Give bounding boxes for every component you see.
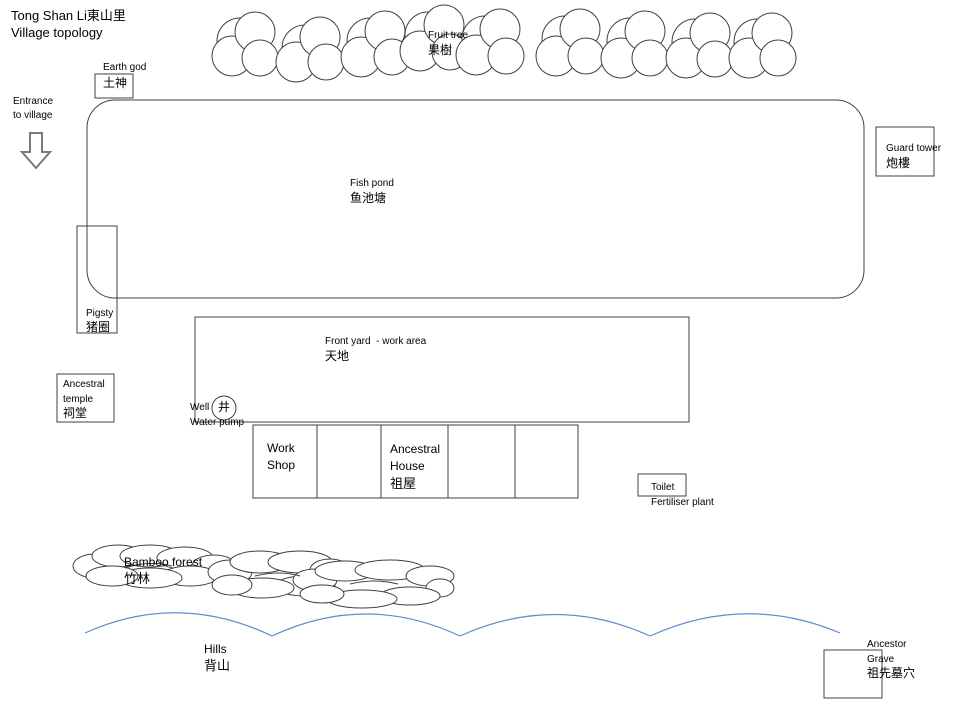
diagram-title: Tong Shan Li東山里 [11, 8, 126, 23]
workshop-label: Work [267, 441, 295, 455]
pigsty-label-zh: 猪圈 [86, 320, 111, 334]
entrance-label: Entrance [13, 96, 54, 107]
well-circle [211, 395, 237, 421]
bamboo-forest-label: Bamboo forest [124, 555, 203, 569]
workshop-label-line2: Shop [267, 458, 296, 472]
tree-cloud-2 [275, 16, 345, 83]
fertiliser-plant-label: Fertiliser plant [651, 497, 714, 508]
earth-god-label: Earth god [103, 62, 147, 73]
diagram-subtitle: Village topology [11, 25, 103, 40]
fish-pond [86, 99, 865, 299]
ancestral-temple-box [56, 373, 115, 423]
fruit-tree-clouds [211, 4, 797, 83]
tree-cloud-5 [455, 8, 525, 76]
toilet-label: Toilet [651, 482, 675, 493]
guard-tower-box [875, 126, 935, 177]
bamboo-forest-label-zh: 竹林 [124, 571, 151, 586]
front-yard-box [194, 316, 690, 423]
hills-label-zh: 背山 [204, 658, 231, 673]
ancestor-grave-label: Ancestor [867, 639, 907, 650]
fish-pond-label: Fish pond [350, 178, 394, 189]
tree-cloud-3 [340, 10, 411, 78]
well-label-zh: 井 [218, 400, 231, 414]
ancestral-temple-label-zh: 祠堂 [63, 406, 88, 420]
hills-label: Hills [204, 642, 227, 656]
ancestor-grave-label-zh: 祖先墓穴 [867, 666, 916, 680]
ancestral-house-label-line2: House [390, 459, 425, 473]
front-yard-label-zh: 天地 [325, 349, 350, 363]
toilet-box [637, 473, 687, 497]
earth-god-shrine [94, 73, 134, 99]
down-arrow-icon [19, 132, 53, 170]
bamboo-forest-clouds [72, 544, 455, 609]
tree-cloud-4 [399, 4, 469, 72]
tree-cloud-8 [665, 12, 734, 79]
ancestral-temple-label: Ancestral [63, 379, 105, 390]
front-yard-label: Front yard - work area [325, 336, 427, 347]
guard-tower-label: Guard tower [886, 143, 942, 154]
hills-arcs [84, 612, 841, 637]
well-label: Well [190, 402, 210, 413]
ancestor-grave-box [823, 649, 883, 699]
tree-cloud-7 [600, 10, 669, 79]
water-pump-label: Water pump [190, 417, 245, 428]
bamboo-cloud-3 [292, 559, 455, 609]
fish-pond-label-zh: 鱼池塘 [350, 191, 387, 205]
fruit-tree-label-zh: 果樹 [428, 43, 453, 57]
tree-cloud-1 [211, 11, 279, 77]
ancestral-house-label-zh: 祖屋 [390, 476, 417, 491]
guard-tower-label-zh: 炮樓 [886, 156, 911, 170]
pigsty-label: Pigsty [86, 308, 114, 319]
tree-cloud-9 [728, 12, 797, 79]
pigsty-box [76, 225, 118, 334]
bamboo-cloud-1 [72, 544, 237, 589]
ancestral-house-row [252, 424, 579, 499]
tree-cloud-6 [535, 8, 605, 77]
ancestor-grave-label-line2: Grave [867, 654, 895, 665]
earth-god-label-zh: 土神 [103, 76, 128, 90]
fruit-tree-label: Fruit tree [428, 30, 469, 41]
ancestral-temple-label-line2: temple [63, 394, 94, 405]
ancestral-house-label: Ancestral [390, 442, 441, 456]
entrance-label-line2: to village [13, 110, 53, 121]
